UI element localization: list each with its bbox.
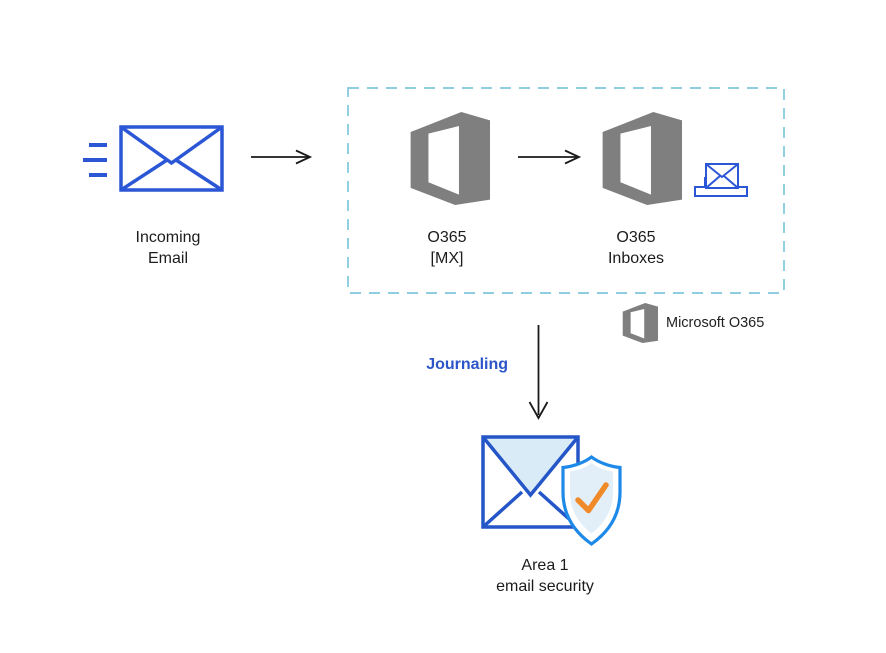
journaling-label: Journaling — [426, 356, 508, 373]
o365-logo-icon — [410, 112, 490, 205]
area1-email-security-label: Area 1 email security — [496, 557, 594, 595]
incoming-email-label: Incoming Email — [135, 229, 201, 267]
arrow-down-icon — [528, 325, 549, 420]
email-security-shield-icon — [481, 435, 622, 546]
checkmark-icon — [575, 482, 609, 514]
o365-mx-label: O365 [MX] — [427, 229, 467, 267]
o365-logo-small-icon — [622, 303, 658, 343]
o365-logo-icon — [602, 112, 682, 205]
legend-microsoft-o365-label: Microsoft O365 — [666, 315, 765, 331]
incoming-email-icon — [83, 125, 224, 192]
inbox-icon — [694, 163, 748, 197]
o365-inboxes-label: O365 Inboxes — [607, 229, 665, 267]
arrow-right-icon — [251, 149, 313, 165]
motion-lines-icon — [83, 143, 107, 177]
arrow-right-icon — [518, 149, 582, 165]
o365-boundary-box — [347, 87, 785, 294]
